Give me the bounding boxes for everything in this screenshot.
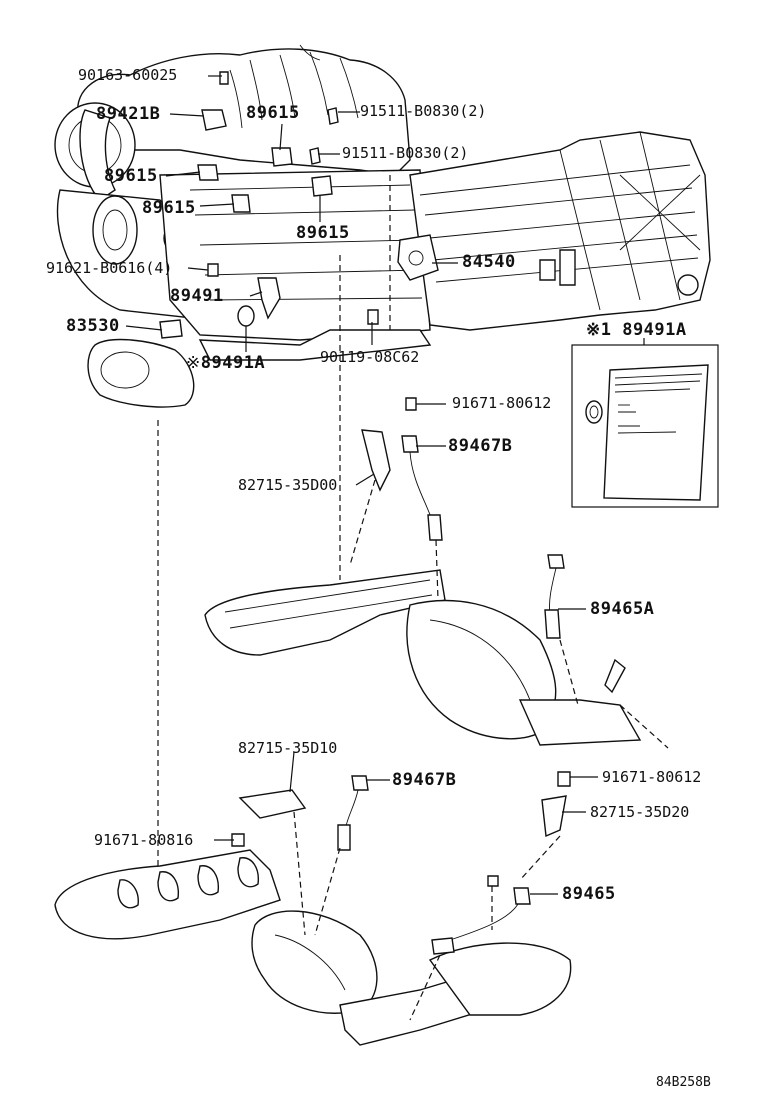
label-89467B-lower: 89467B xyxy=(392,770,457,790)
label-89465A: 89465A xyxy=(590,599,655,619)
label-84540: 84540 xyxy=(462,252,516,272)
engine-sensors xyxy=(159,71,439,339)
label-89615-left: 89615 xyxy=(104,166,158,186)
label-89615-top: 89615 xyxy=(246,103,300,123)
label-89615-mid: 89615 xyxy=(142,198,196,218)
diagram-code: 84B258B xyxy=(656,1075,711,1090)
label-89467B-upper: 89467B xyxy=(448,436,513,456)
label-91671-80612-lower: 91671-80612 xyxy=(602,768,702,786)
label-91671-80612-upper: 91671-80612 xyxy=(452,394,552,412)
assembly-dashed-lines xyxy=(157,175,579,1021)
label-89491A-text: 89491A xyxy=(200,353,266,373)
label-82715-35D20: 82715-35D20 xyxy=(590,803,690,821)
upper-exhaust-assembly xyxy=(204,397,669,749)
transmission-assembly xyxy=(409,131,711,331)
label-89421B: 89421B xyxy=(96,104,161,124)
label-note-89491A: ※1 89491A xyxy=(586,320,687,340)
label-91511-B0830-lower: 91511-B0830(2) xyxy=(342,144,469,162)
note-box-89491A xyxy=(571,344,719,508)
leader-lines xyxy=(125,75,645,895)
label-89615-right: 89615 xyxy=(296,223,350,243)
label-91671-80816: 91671-80816 xyxy=(94,831,194,849)
label-82715-35D00: 82715-35D00 xyxy=(238,476,338,494)
lower-exhaust-assembly xyxy=(54,771,572,1046)
label-91511-B0830-upper: 91511-B0830(2) xyxy=(360,102,487,120)
label-90163-60025: 90163-60025 xyxy=(78,66,178,84)
label-82715-35D10: 82715-35D10 xyxy=(238,739,338,757)
label-91621-B0616: 91621-B0616(4) xyxy=(46,259,173,277)
label-89465: 89465 xyxy=(562,884,616,904)
label-89491: 89491 xyxy=(170,286,224,306)
label-90119-08C62: 90119-08C62 xyxy=(320,348,420,366)
label-83530: 83530 xyxy=(66,316,120,336)
label-89491A: ※89491A xyxy=(186,353,266,373)
